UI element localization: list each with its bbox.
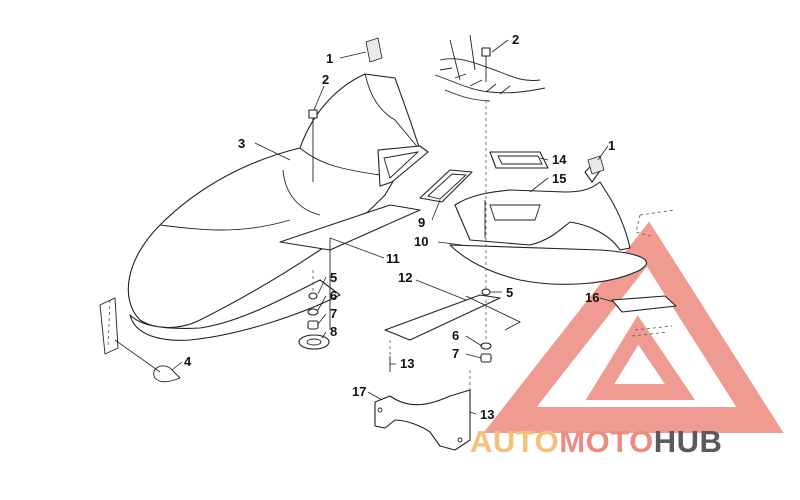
part-screw-left (308, 109, 318, 182)
part-belly-pan (279, 204, 421, 330)
part-clip (99, 297, 181, 383)
part-lower-shroud (374, 389, 471, 451)
callout-16: 16 (585, 290, 599, 305)
callout-1-right: 1 (608, 138, 615, 153)
callout-4: 4 (184, 354, 192, 369)
part-skid-plate (384, 294, 521, 341)
callout-5-left: 5 (330, 270, 337, 285)
part-trim-left (365, 37, 383, 63)
callout-9: 9 (418, 215, 425, 230)
callout-2-upper-right: 2 (512, 32, 519, 47)
callout-2-upper-left: 2 (322, 72, 329, 87)
callout-11: 11 (386, 251, 400, 266)
watermark-brand: AUTOMOTOHUB (470, 424, 722, 460)
callout-10: 10 (414, 234, 428, 249)
part-hood (127, 73, 429, 341)
leader-lines (171, 39, 615, 415)
callout-13-upper: 13 (400, 356, 414, 371)
part-plate (489, 151, 549, 169)
part-decal (611, 295, 677, 337)
callout-12: 12 (398, 270, 412, 285)
callout-17: 17 (352, 384, 366, 399)
watermark-brand-moto: MOTO (559, 424, 654, 459)
part-hardware-left (298, 292, 330, 350)
part-lower-pan (449, 244, 647, 285)
callout-7-right: 7 (452, 346, 459, 361)
callout-1-upper-left: 1 (326, 51, 333, 66)
callout-5-right: 5 (506, 285, 513, 300)
callout-6-left: 6 (330, 288, 337, 303)
part-bracket (454, 161, 631, 251)
watermark-brand-auto: AUTO (470, 424, 560, 459)
callout-8: 8 (330, 324, 337, 339)
callout-7-left: 7 (330, 306, 337, 321)
callout-15: 15 (552, 171, 566, 186)
callout-6-right: 6 (452, 328, 459, 343)
watermark-logo (483, 221, 784, 433)
part-gasket (419, 169, 473, 203)
callout-13-lower: 13 (480, 407, 494, 422)
watermark-brand-hub: HUB (653, 424, 723, 459)
callout-14: 14 (552, 152, 567, 167)
callout-3: 3 (238, 136, 245, 151)
part-frame-top (434, 34, 546, 102)
part-screw-right (481, 47, 491, 82)
part-trim-right (587, 155, 605, 175)
callouts: 1 2 2 3 1 14 15 9 10 11 12 5 6 7 8 5 16 … (184, 32, 615, 422)
